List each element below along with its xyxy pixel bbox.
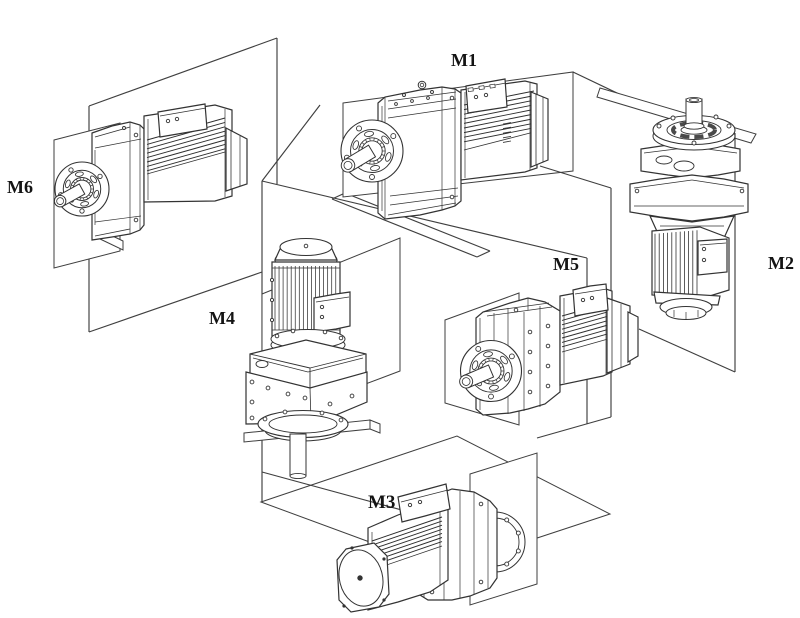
svg-text:M2: M2 xyxy=(768,253,794,273)
svg-text:M6: M6 xyxy=(7,177,33,197)
svg-text:M3: M3 xyxy=(368,492,395,513)
svg-text:M1: M1 xyxy=(451,50,477,70)
svg-text:M4: M4 xyxy=(209,308,235,328)
svg-text:M5: M5 xyxy=(553,254,579,274)
